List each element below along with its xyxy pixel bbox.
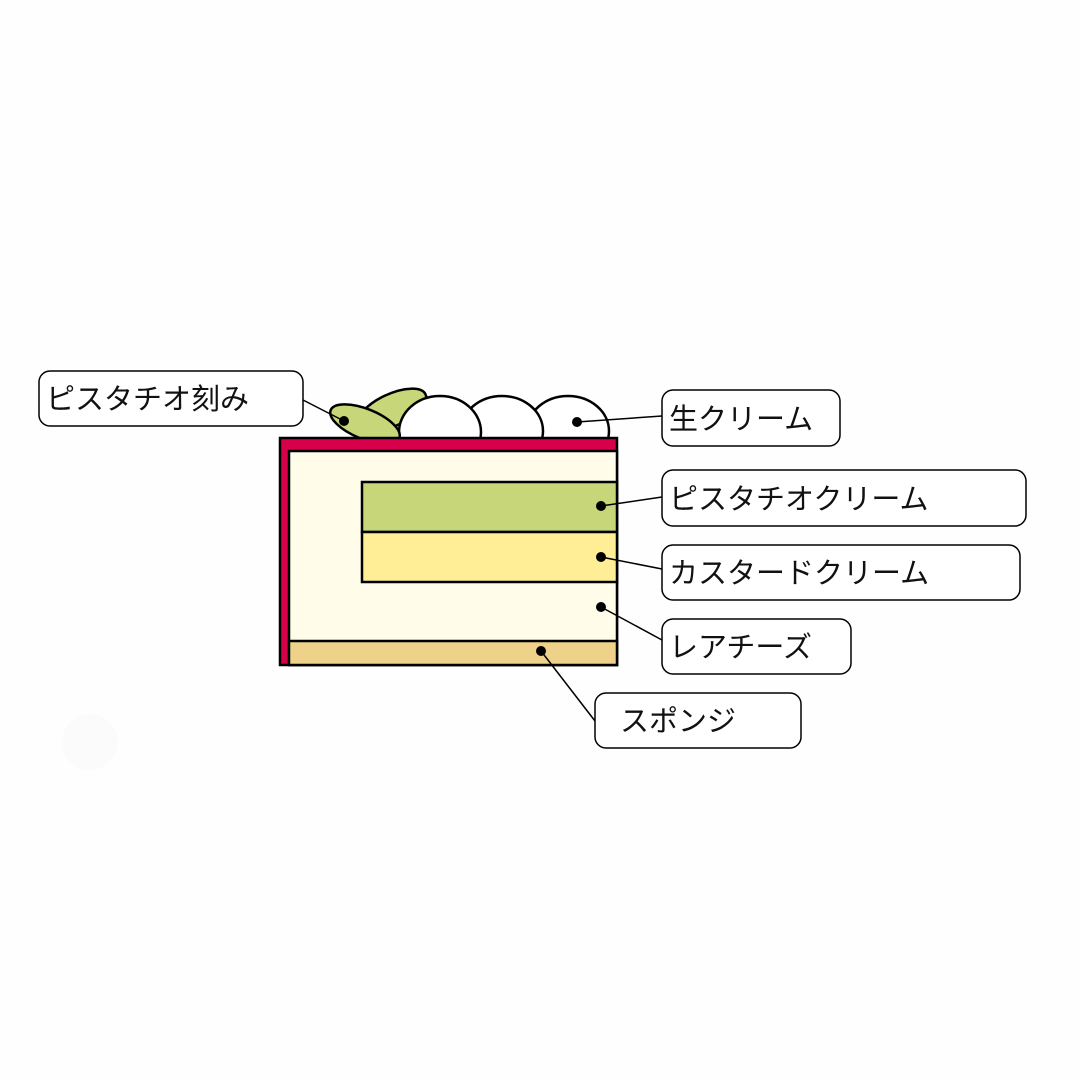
marker-dot: [596, 552, 606, 562]
label-box-pistachio-chopped: [38, 370, 304, 427]
leader-line: [576, 415, 663, 423]
marker-dot: [339, 416, 349, 426]
leader-line: [302, 399, 345, 422]
marker-dot: [536, 646, 546, 656]
label-box-sponge: [594, 692, 802, 749]
pistachio-cream-layer: [360, 480, 619, 534]
leader-line: [600, 496, 663, 507]
label-box-rare-cheese: [661, 618, 852, 675]
leader-line: [540, 650, 596, 722]
custard-cream-layer: [360, 530, 619, 584]
faint-circle: [62, 714, 118, 770]
sponge-layer: [287, 639, 619, 667]
marker-dot: [572, 417, 582, 427]
label-sponge: スポンジ: [620, 704, 736, 738]
label-custard-cream: カスタードクリーム: [669, 556, 929, 590]
leader-line: [600, 606, 663, 641]
label-pistachio-chopped: ピスタチオ刻み: [46, 382, 249, 416]
label-rare-cheese: レアチーズ: [669, 630, 812, 664]
cake-body: [278, 436, 619, 667]
marker-dots: [339, 416, 606, 656]
label-fresh-cream: 生クリーム: [669, 402, 813, 436]
label-box-custard-cream: [661, 544, 1021, 601]
label-box-fresh-cream: [661, 389, 841, 447]
leader-line: [600, 556, 663, 570]
marker-dot: [596, 602, 606, 612]
leader-lines: [302, 399, 663, 722]
label-box-pistachio-cream: [661, 469, 1027, 527]
label-pistachio-cream: ピスタチオクリーム: [669, 482, 929, 516]
marker-dot: [596, 501, 606, 511]
